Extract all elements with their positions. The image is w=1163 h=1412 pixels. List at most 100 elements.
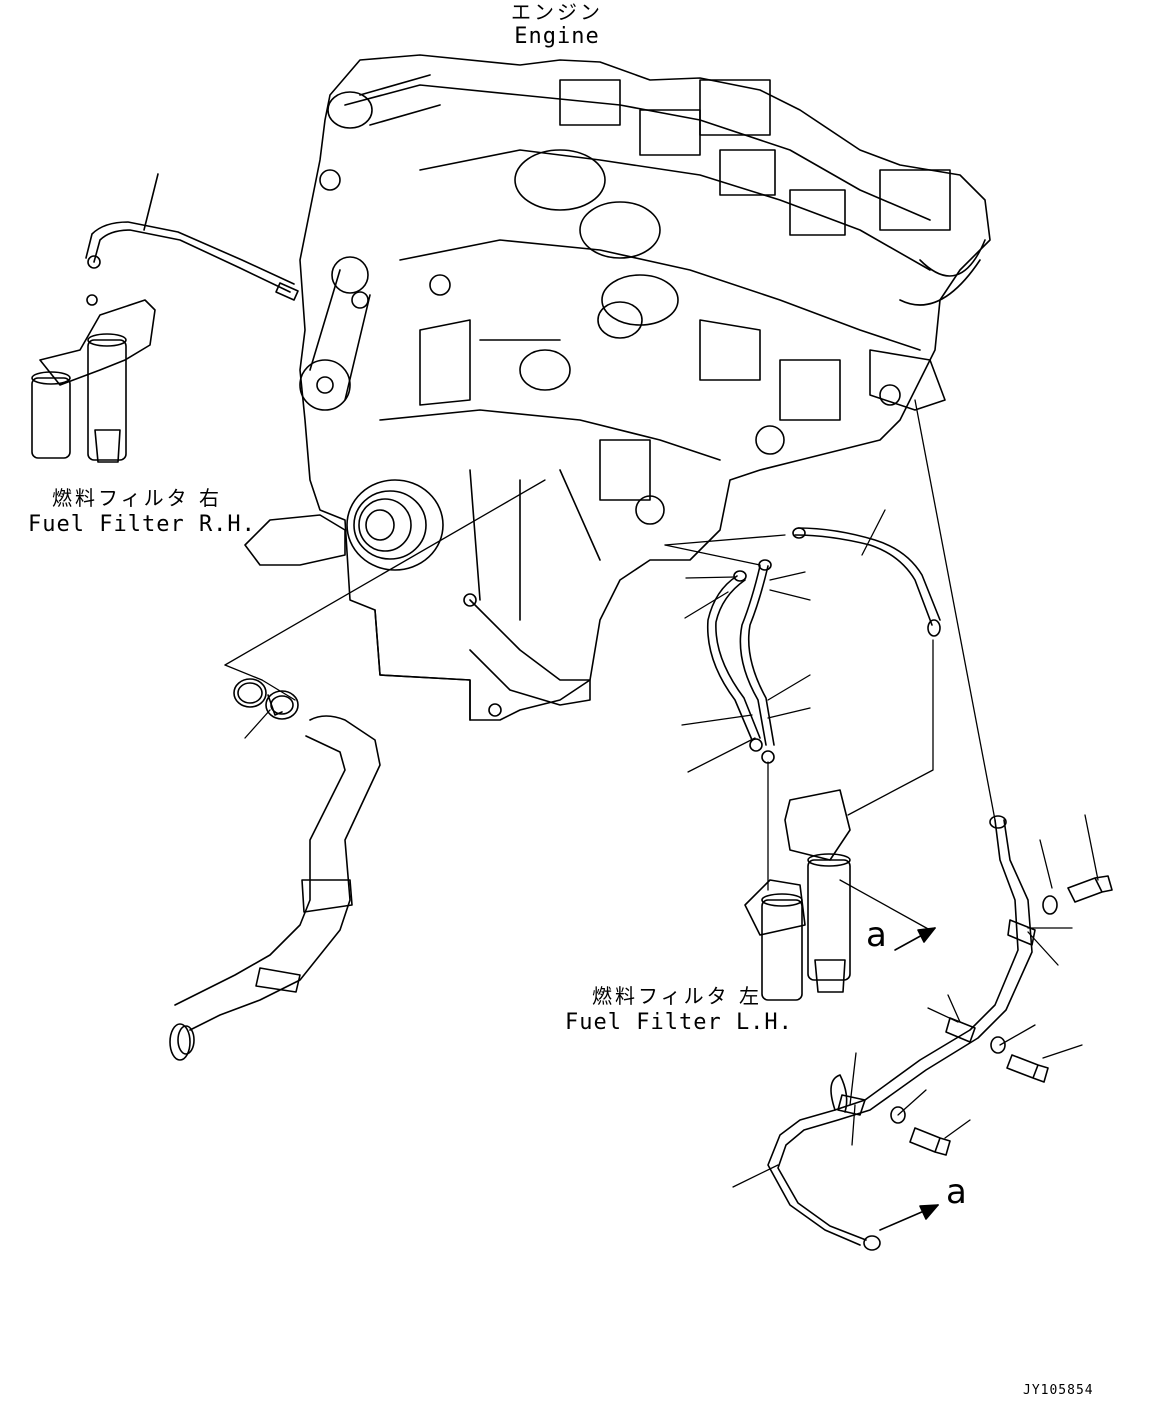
crank-damper-hub [365,509,395,541]
hose-clamp-band [255,967,301,993]
leader-line [767,674,811,701]
hose-fitting [792,527,806,539]
wire-harness [899,239,986,306]
fuel-tube [777,819,1033,1241]
hose-clamp-band [301,879,353,913]
view-a-arrowhead [917,927,936,943]
engine-mount-frame [469,599,591,706]
valve-cover [719,149,776,196]
hose-fitting [749,738,763,752]
engine-label-en: Engine [514,24,600,49]
fuel-hose-rh [85,173,299,301]
filter-canister [31,377,71,459]
bolt [1006,1054,1049,1083]
fuel-filter-rh-label-jp: 燃料フィルタ 右 [52,486,222,510]
fuel-hose [715,579,761,739]
leader-line [851,1104,856,1146]
hose-clamp [233,678,267,708]
intake-hose [174,735,346,1006]
air-pipe-end [519,349,571,391]
idler-pulley [351,291,369,309]
valve-cover [559,79,621,126]
leader-line [685,576,736,579]
tube-fitting [863,1235,881,1251]
leader-line [1084,814,1099,881]
fuel-hose [794,534,933,626]
intake-hose [189,715,381,1031]
tube-fitting [989,815,1007,829]
leader-line [732,1164,779,1188]
leader-line [767,707,811,719]
filter-bowl [814,959,846,993]
leader-line [1039,839,1053,889]
bolt-head [755,425,785,455]
view-a-arrowhead [919,1204,939,1220]
leader-line [681,714,753,726]
fuel-hose [93,229,291,293]
air-pipe [359,74,441,126]
crank-damper [358,498,412,552]
fitting [87,255,101,269]
bolt-head [879,384,901,406]
hose-clamp [237,682,263,704]
fuel-filter-lh-label-en: Fuel Filter L.H. [565,1010,793,1035]
engine-detail [419,319,841,621]
hose-end [169,1023,191,1061]
leader-line [664,544,761,566]
bolt-head [463,593,477,607]
fuel-hose [739,565,767,746]
pipe-clamp [837,1094,866,1116]
drawing-code: JY105854 [1023,1383,1094,1398]
ecu-box [879,169,951,231]
filter-bowl [94,429,121,463]
turbocharger [514,149,606,211]
washer [1042,895,1058,915]
fuel-return-line [767,815,1113,1251]
pipe-clamp [1007,919,1036,946]
alternator [331,256,369,294]
leader-line [769,589,811,601]
leader-line [143,173,159,231]
fuel-hose [706,575,753,741]
leader-line [947,994,961,1023]
valve-cover [639,109,701,156]
hose-clamp [265,690,299,720]
engine-mount-frame [244,514,346,566]
hose-fitting [733,570,747,582]
bolt-head [429,274,451,296]
drive-belt [309,269,371,401]
hose-fitting [927,619,941,637]
leader-line [897,1089,927,1116]
leader-line [244,709,271,739]
turbocharger [579,201,661,259]
engine-top-edge [344,84,931,221]
fan-pulley-hub [316,376,334,394]
leader-line [999,1024,1036,1046]
fuel-hose [797,527,941,621]
fuel-filter-lh-label-jp: 燃料フィルタ 左 [592,984,762,1008]
filter-canister-top [31,371,71,385]
leader-line [769,571,806,581]
tube-loop [830,1074,848,1113]
leader-line [847,639,934,816]
hose-fitting [275,282,299,301]
air-pipe [327,91,373,129]
filter-canister-top [807,853,851,867]
clamp-screw [267,694,283,716]
filter-head [39,299,156,386]
large-intake-hose [169,715,381,1061]
turbocharger [601,274,679,326]
cylinder-head-row [419,149,931,271]
air-pipe-end [597,301,643,339]
valve-cover [789,189,846,236]
fuel-filter-rh [31,255,156,463]
bolt-head [319,169,341,191]
leader-line [261,679,296,701]
crank-damper [353,490,427,560]
leader-line [839,879,931,931]
oil-pan [374,609,471,721]
leader-line [1042,1044,1083,1059]
leader-line [687,737,756,773]
